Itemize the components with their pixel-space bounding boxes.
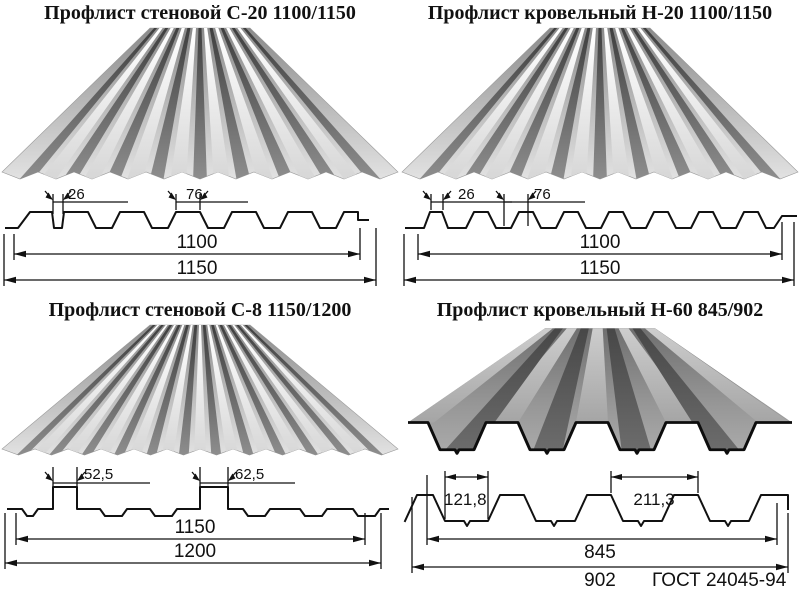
sheet-render-c20 — [1, 27, 399, 180]
panel-title: Профлист кровельный Н-60 845/902 — [436, 299, 764, 321]
panel-c20: Профлист стеновой С-20 1100/1150 — [0, 0, 400, 295]
dim-label-b: 76 — [186, 186, 203, 203]
panel-title: Профлист стеновой С-8 1150/1200 — [48, 299, 352, 321]
profile-drawing-h20: 26 76 1100 1150 — [403, 186, 797, 286]
profile-drawing-c20: 26 76 1100 1150 — [3, 186, 377, 286]
sheet-render-c8 — [1, 324, 399, 456]
dim-label-outer: 902 — [584, 570, 616, 591]
dim-label-outer: 1150 — [177, 258, 218, 279]
sheet-render-h20 — [401, 27, 799, 180]
dim-label-a: 121,8 — [444, 490, 487, 509]
dim-label-inner: 1150 — [175, 517, 216, 538]
gost-label: ГОСТ 24045-94 — [652, 570, 787, 591]
panel-title: Профлист стеновой С-20 1100/1150 — [44, 2, 356, 24]
panel-h60: Профлист кровельный Н-60 845/902 — [400, 295, 800, 606]
dim-label-b: 62,5 — [235, 466, 264, 483]
dim-label-outer: 1150 — [580, 258, 621, 279]
dim-label-b: 76 — [534, 186, 551, 203]
panel-h20: Профлист кровельный Н-20 1100/1150 — [400, 0, 800, 295]
profile-drawing-h60: 121,8 211,3 845 902 ГОСТ 24045-94 — [403, 471, 789, 591]
dim-label-b: 211,3 — [633, 490, 674, 509]
dim-label-a: 26 — [68, 186, 85, 203]
dim-label-inner: 1100 — [177, 232, 218, 253]
panel-title: Профлист кровельный Н-20 1100/1150 — [427, 2, 773, 24]
dim-label-inner: 845 — [584, 542, 616, 563]
dim-label-a: 26 — [458, 186, 475, 203]
panel-c8: Профлист стеновой С-8 1150/1200 — [0, 295, 400, 606]
dim-label-inner: 1100 — [580, 232, 621, 253]
dim-label-outer: 1200 — [174, 541, 216, 562]
sheet-render-h60 — [408, 328, 792, 455]
dim-label-a: 52,5 — [84, 466, 113, 483]
profile-drawing-c8: 52,5 62,5 1150 1200 — [4, 466, 389, 569]
